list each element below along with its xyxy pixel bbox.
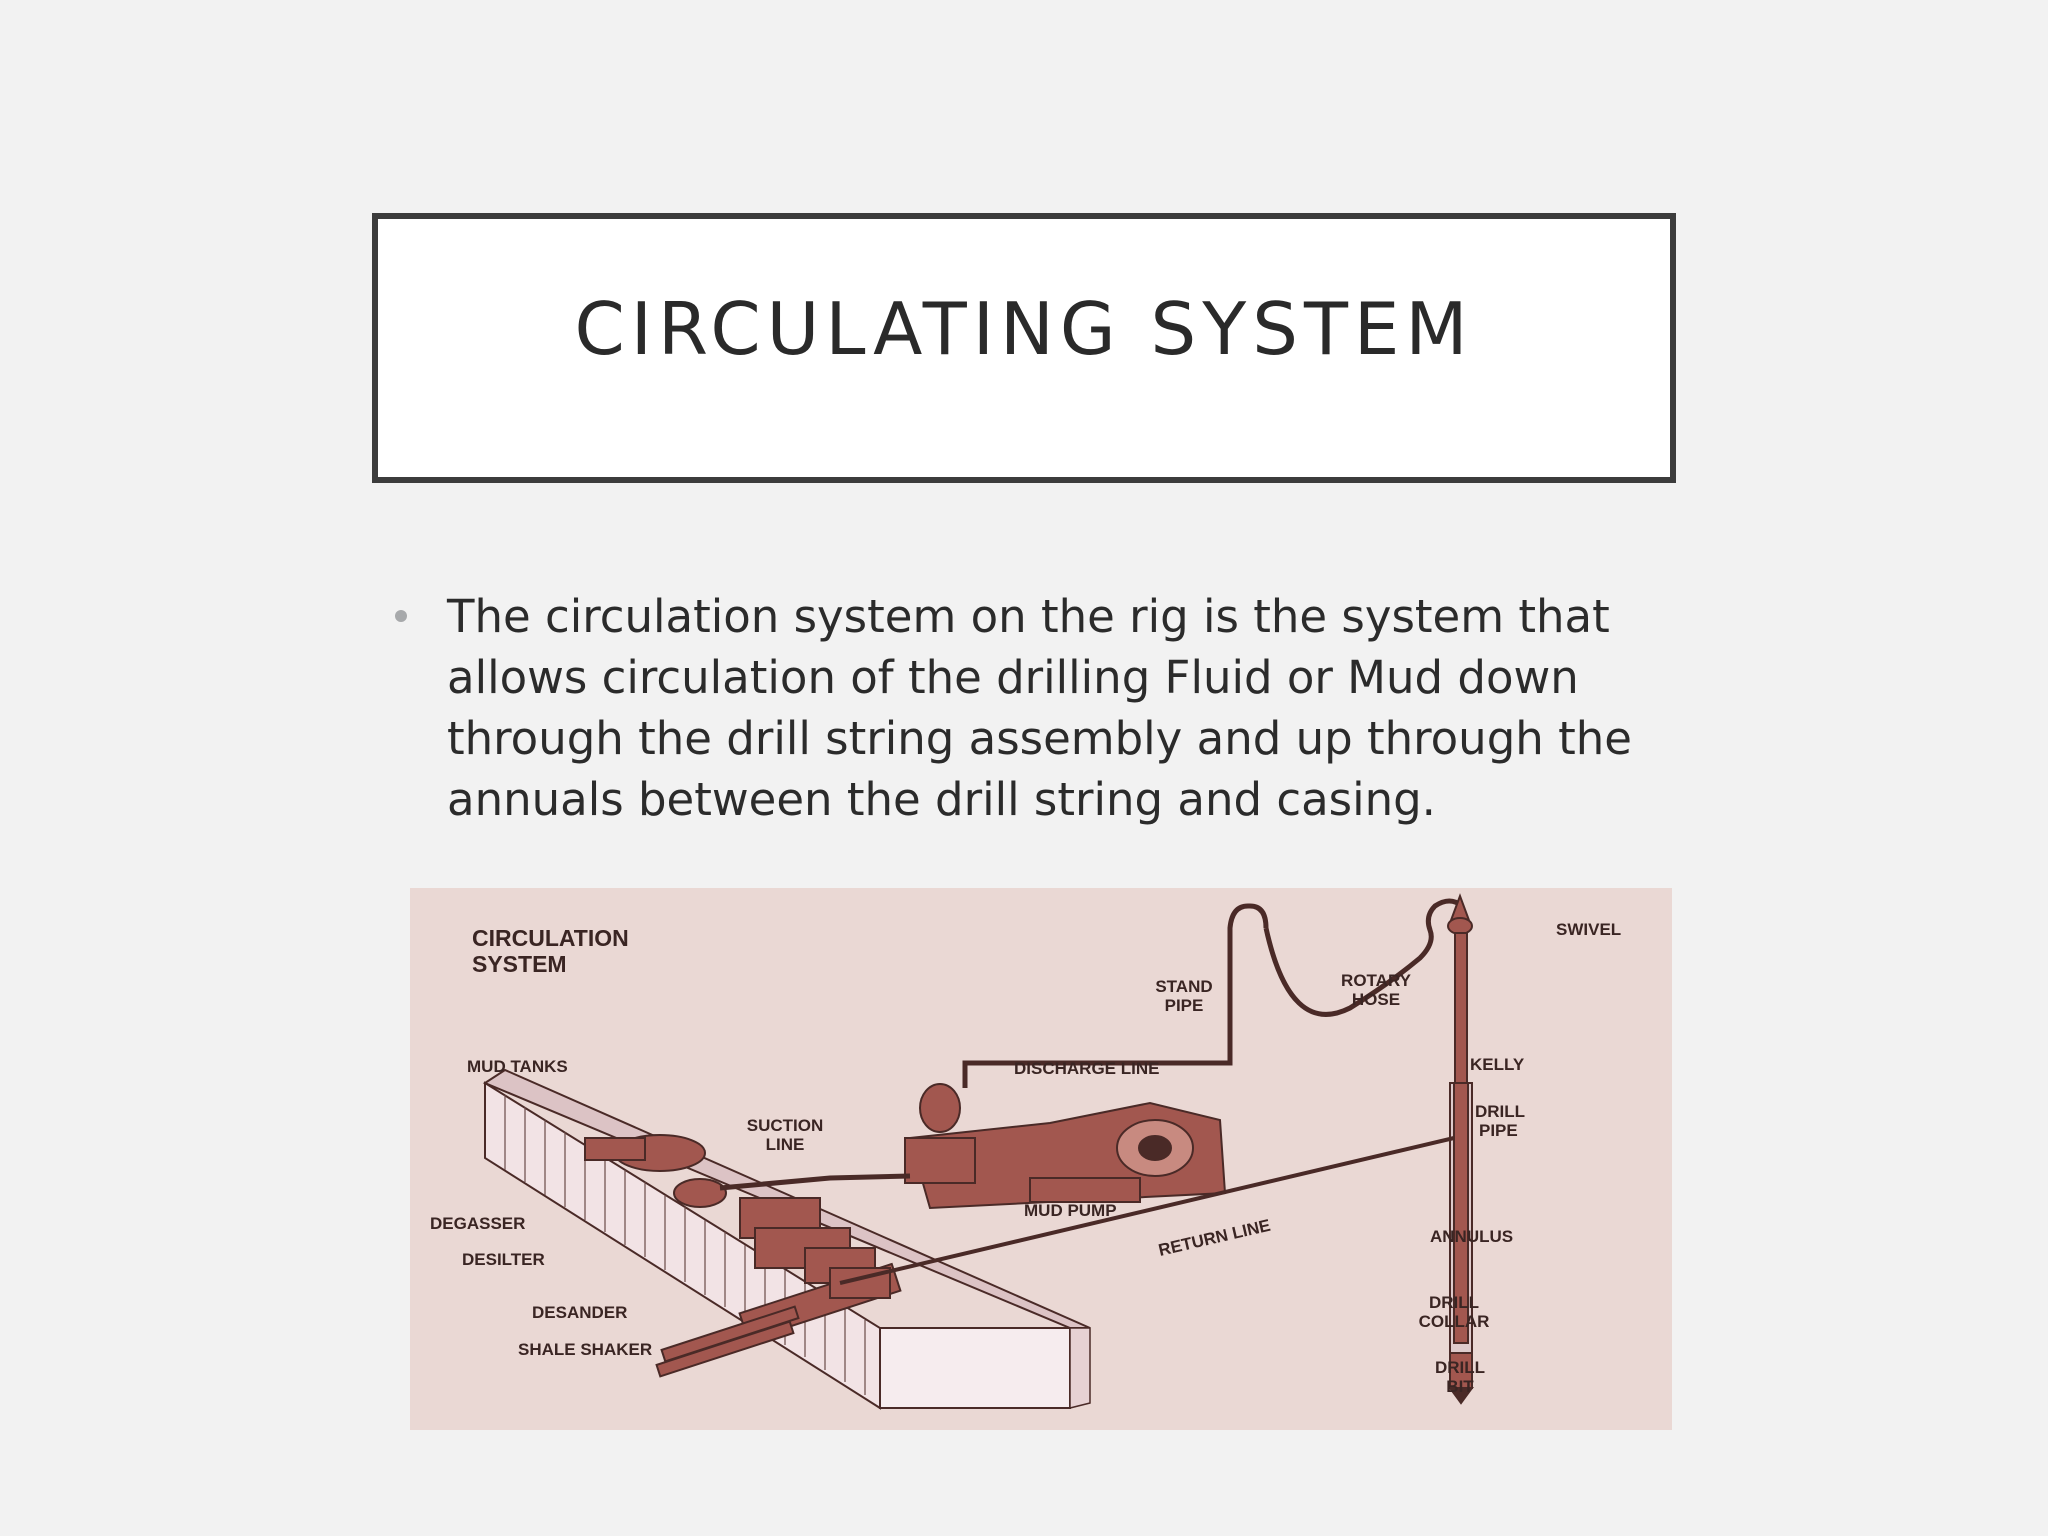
bullet-dot-icon (395, 610, 407, 622)
title-box: CIRCULATING SYSTEM (372, 213, 1676, 483)
label-desilter: DESILTER (462, 1250, 545, 1269)
label-rotary-hose-1: ROTARY (1341, 971, 1412, 990)
label-rotary-hose-2: HOSE (1352, 990, 1400, 1009)
label-mud-pump: MUD PUMP (1024, 1201, 1117, 1220)
diagram-heading-line2: SYSTEM (472, 951, 567, 977)
label-shale-shaker: SHALE SHAKER (518, 1340, 652, 1359)
label-kelly: KELLY (1470, 1055, 1525, 1074)
diagram-heading-line1: CIRCULATION (472, 925, 629, 951)
label-stand-pipe-2: PIPE (1165, 996, 1204, 1015)
slide-title: CIRCULATING SYSTEM (574, 287, 1474, 371)
label-discharge-line: DISCHARGE LINE (1014, 1059, 1159, 1078)
mud-pump (904, 1083, 1227, 1210)
rotary-hose (1263, 898, 1464, 1017)
label-drill-bit-1: DRILL (1435, 1358, 1485, 1377)
label-drill-collar-2: COLLAR (1419, 1312, 1490, 1331)
label-stand-pipe-1: STAND (1155, 977, 1212, 996)
label-swivel: SWIVEL (1556, 920, 1621, 939)
discharge-line (962, 973, 1233, 1088)
label-drill-collar-1: DRILL (1429, 1293, 1479, 1312)
stand-pipe (1227, 903, 1269, 973)
drill-string (1447, 893, 1474, 1405)
return-line (839, 1136, 1455, 1285)
label-desander: DESANDER (532, 1303, 627, 1322)
label-degasser: DEGASSER (430, 1214, 525, 1233)
suction-line (719, 1173, 911, 1191)
label-annulus: ANNULUS (1430, 1227, 1513, 1246)
label-suction-line-1: SUCTION (747, 1116, 824, 1135)
solids-control-equipment (584, 1134, 902, 1378)
label-drill-pipe-2: PIPE (1479, 1121, 1518, 1140)
diagram-svg: CIRCULATION SYSTEM MUD TANKS SUCTION LIN… (430, 893, 1621, 1410)
bullet-list: The circulation system on the rig is the… (395, 586, 1685, 830)
label-drill-pipe-1: DRILL (1475, 1102, 1525, 1121)
label-suction-line-2: LINE (766, 1135, 805, 1154)
label-return-line: RETURN LINE (1157, 1216, 1273, 1260)
circulation-diagram: CIRCULATION SYSTEM MUD TANKS SUCTION LIN… (410, 888, 1672, 1430)
label-drill-bit-2: BIT (1446, 1377, 1474, 1396)
bullet-text: The circulation system on the rig is the… (447, 590, 1632, 826)
label-mud-tanks: MUD TANKS (467, 1057, 568, 1076)
